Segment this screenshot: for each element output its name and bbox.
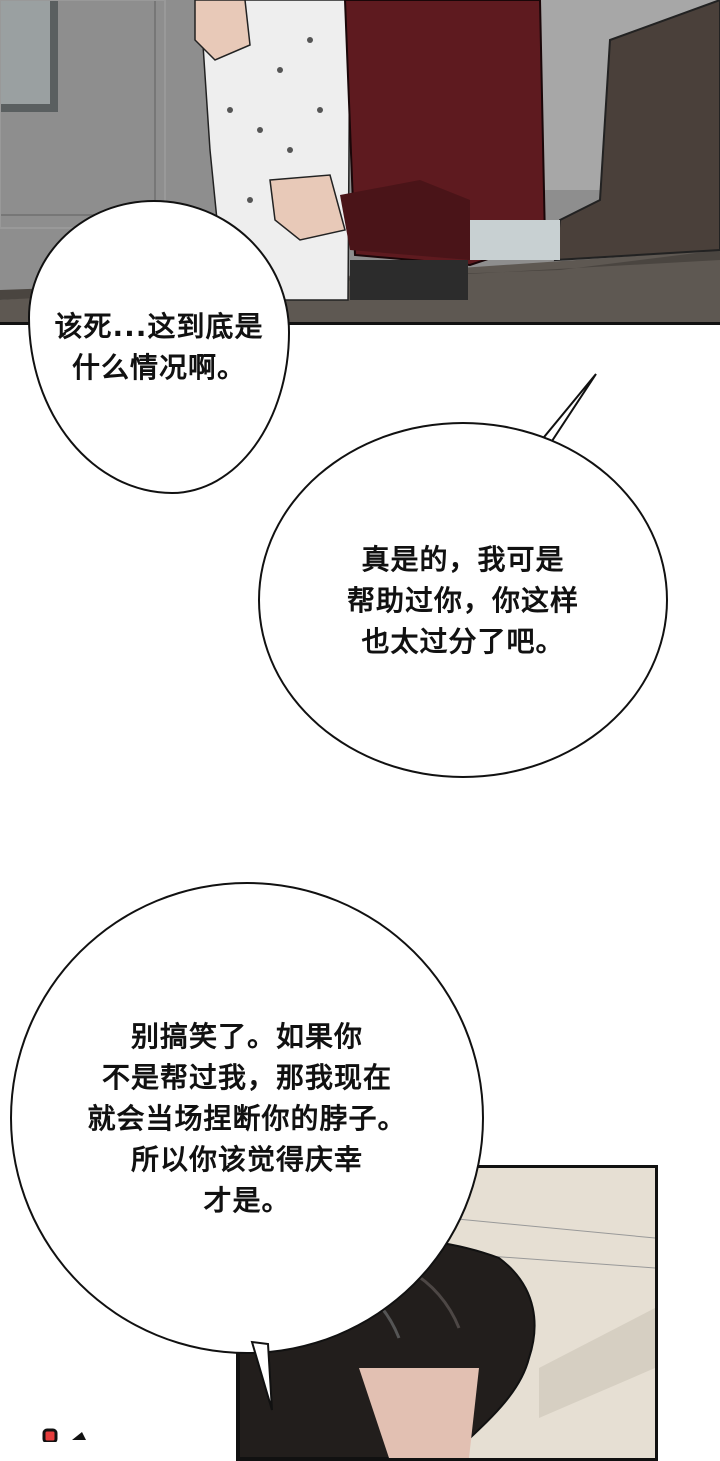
speech-bubble-3: 别搞笑了。如果你 不是帮过我，那我现在 就会当场捏断你的脖子。 所以你该觉得庆幸…	[10, 882, 484, 1354]
speech-bubble-2-tail	[540, 373, 597, 446]
bubble-3-line-2: 不是帮过我，那我现在	[101, 1060, 392, 1094]
speech-bubble-1: 该死...这到底是 什么情况啊。	[28, 200, 290, 494]
bubble-1-line-2: 什么情况啊。	[71, 351, 246, 384]
bubble-2-line-2: 帮助过你，你这样	[346, 583, 579, 617]
bubble-2-line-3: 也太过分了吧。	[361, 624, 565, 658]
bubble-1-line-1: 该死...这到底是	[54, 310, 264, 343]
bubble-3-line-5: 才是。	[203, 1183, 291, 1217]
bubble-3-line-3: 就会当场捏断你的脖子。	[87, 1101, 407, 1135]
bubble-3-line-4: 所以你该觉得庆幸	[130, 1142, 363, 1176]
speech-bubble-3-tail	[250, 1340, 273, 1411]
sfx-marks	[42, 1428, 86, 1442]
speech-bubble-2: 真是的，我可是 帮助过你，你这样 也太过分了吧。	[258, 422, 668, 778]
bubble-2-line-1: 真是的，我可是	[361, 542, 565, 576]
bubble-3-line-1: 别搞笑了。如果你	[130, 1019, 363, 1053]
